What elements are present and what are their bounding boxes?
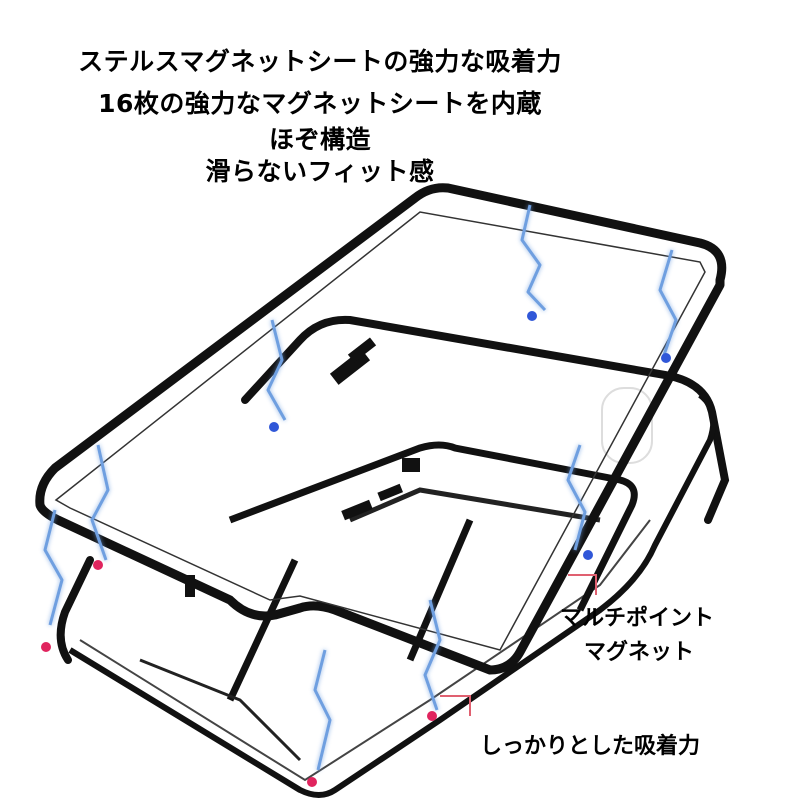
front-case-frame — [35, 183, 727, 675]
magnet-point-icon — [93, 560, 103, 570]
callout-multipoint-line-1: マルチポイント — [560, 606, 715, 631]
headline-line-3: ほぞ構造 — [268, 125, 371, 154]
headline-line-4: 滑らないフィット感 — [205, 157, 435, 186]
back-case-frame — [56, 315, 730, 798]
headline-line-2: 16枚の強力なマグネットシートを内蔵 — [98, 89, 542, 118]
callout-lines — [440, 574, 597, 716]
magnetic-lightning-effects — [43, 204, 678, 771]
headline-line-1: ステルスマグネットシートの強力な吸着力 — [78, 47, 562, 76]
magnet-point-icon — [307, 777, 317, 787]
magnet-point-icon — [527, 311, 537, 321]
magnet-point-icon — [41, 642, 51, 652]
magnet-points — [41, 311, 671, 787]
callout-multipoint-line-2: マグネット — [584, 640, 695, 665]
callout-adhesion: しっかりとした吸着力 — [480, 734, 701, 759]
magnet-point-icon — [583, 550, 593, 560]
magnet-point-icon — [427, 711, 437, 721]
magnet-point-icon — [661, 353, 671, 363]
magnet-point-icon — [269, 422, 279, 432]
